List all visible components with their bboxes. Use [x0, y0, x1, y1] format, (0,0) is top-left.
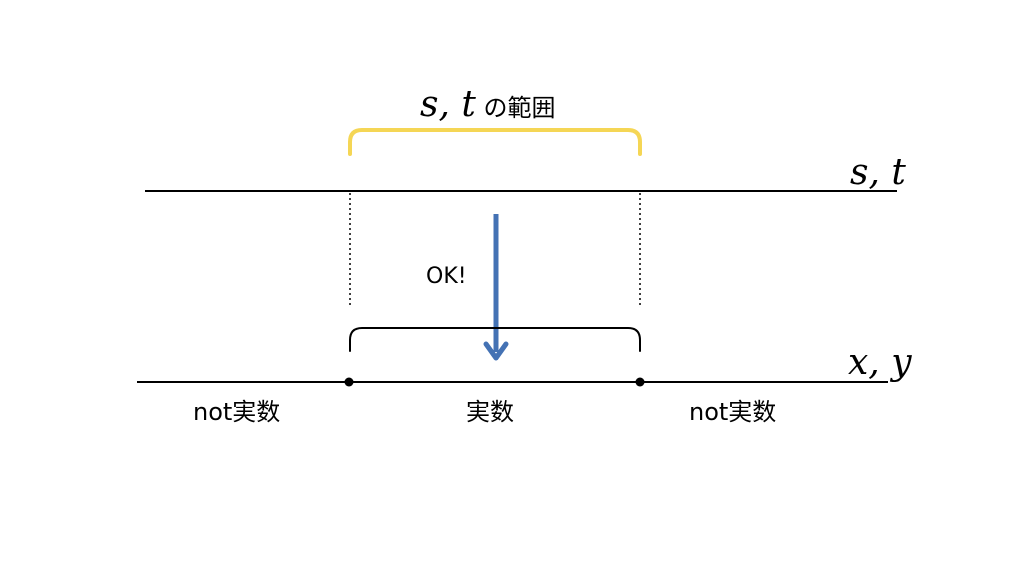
right-endpoint-dot	[635, 377, 645, 387]
range-title: s, t の範囲	[420, 84, 555, 125]
right-region-label: not実数	[689, 398, 776, 426]
top-axis-label: s, t	[850, 152, 906, 193]
left-region-label: not実数	[193, 398, 280, 426]
range-title-suffix: の範囲	[476, 94, 556, 122]
mapping-arrow-head	[483, 341, 509, 361]
bottom-range-brace	[349, 327, 641, 352]
bottom-axis-label: x, y	[848, 342, 912, 383]
ok-label: OK!	[426, 264, 467, 289]
middle-region-label: 実数	[466, 398, 514, 426]
top-range-brace	[348, 128, 642, 156]
left-endpoint-dot	[344, 377, 354, 387]
range-title-math: s, t	[420, 84, 476, 125]
